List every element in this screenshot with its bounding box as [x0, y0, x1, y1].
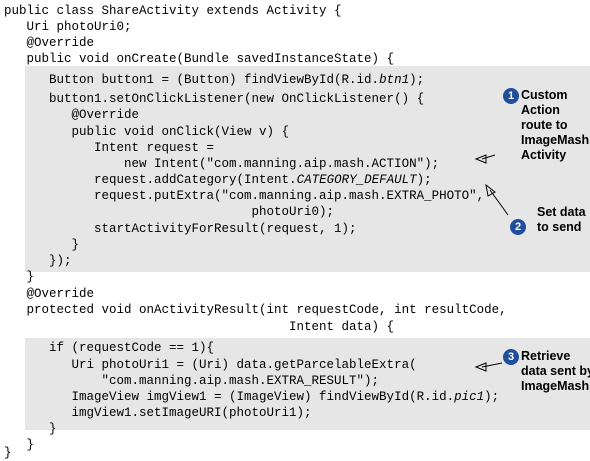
callout-3-badge: 3	[503, 349, 519, 365]
code-line: }	[4, 270, 35, 284]
code-line: Intent data) {	[4, 320, 395, 334]
code-line: @Override	[4, 36, 95, 50]
code-line: protected void onActivityResult(int requ…	[4, 303, 507, 317]
code-line: public void onClick(View v) {	[4, 125, 290, 139]
code-line: ImageView imgView1 = (ImageView) findVie…	[4, 390, 500, 404]
callout-1-badge: 1	[503, 88, 519, 104]
code-line: if (requestCode == 1){	[4, 341, 215, 355]
callout-2-badge: 2	[510, 219, 526, 235]
code-line: });	[4, 254, 72, 268]
code-line: @Override	[4, 108, 140, 122]
code-line: Intent request =	[4, 141, 215, 155]
code-line: @Override	[4, 287, 95, 301]
code-line: imgView1.setImageURI(photoUri1);	[4, 406, 312, 420]
code-line: }	[4, 438, 35, 452]
callout-1-label: Custom Action route to ImageMash Activit…	[521, 88, 590, 162]
callout-2-label: Set data to send	[537, 205, 586, 234]
code-line: request.addCategory(Intent.CATEGORY_DEFA…	[4, 173, 432, 187]
code-line: public void onCreate(Bundle savedInstanc…	[4, 52, 395, 66]
code-line: startActivityForResult(request, 1);	[4, 222, 357, 236]
code-line: new Intent("com.manning.aip.mash.ACTION"…	[4, 157, 440, 171]
code-line: public class ShareActivity extends Activ…	[4, 4, 342, 18]
code-line: }	[4, 238, 80, 252]
shaded-region-onactivityresult	[25, 338, 590, 430]
code-line: Uri photoUri1 = (Uri) data.getParcelable…	[4, 358, 417, 372]
code-line: Button button1 = (Button) findViewById(R…	[4, 73, 425, 87]
callout-3-label: Retrieve data sent by ImageMash	[521, 349, 590, 393]
code-line: Uri photoUri0;	[4, 20, 132, 34]
shaded-region-oncreate	[25, 66, 590, 272]
code-line: }	[4, 446, 12, 460]
code-line: }	[4, 422, 57, 436]
code-line: photoUri0);	[4, 205, 335, 219]
code-line: request.putExtra("com.manning.aip.mash.E…	[4, 189, 485, 203]
code-line: "com.manning.aip.mash.EXTRA_RESULT");	[4, 374, 380, 388]
code-line: button1.setOnClickListener(new OnClickLi…	[4, 92, 425, 106]
